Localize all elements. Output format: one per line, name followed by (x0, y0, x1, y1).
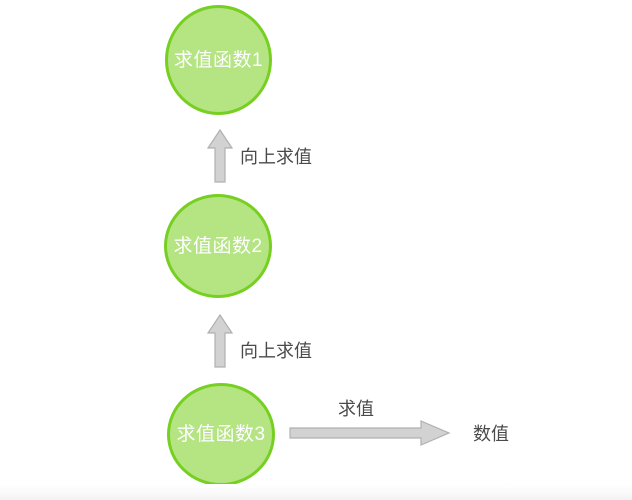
arrow-right-icon (289, 420, 451, 446)
terminal-value-label: 数值 (473, 424, 509, 444)
node-func1[interactable]: 求值函数1 (165, 5, 272, 115)
page-bottom-shadow (0, 484, 632, 500)
node-func3-label: 求值函数3 (176, 424, 266, 445)
page-bottom-divider (0, 487, 632, 488)
node-func2-label: 求值函数2 (173, 235, 263, 257)
node-func3[interactable]: 求值函数3 (167, 383, 275, 486)
node-func1-label: 求值函数1 (173, 49, 264, 71)
arrow-func3-to-func2 (205, 313, 235, 369)
edge-label-func3-to-func2: 向上求值 (240, 341, 312, 361)
node-func2[interactable]: 求值函数2 (164, 194, 272, 298)
arrow-func2-to-func1 (205, 128, 235, 184)
arrow-func3-to-value (289, 418, 451, 448)
edge-label-func2-to-func1: 向上求值 (240, 147, 312, 167)
arrow-up-icon (206, 313, 234, 368)
arrow-up-icon (206, 128, 234, 183)
edge-label-func3-to-value: 求值 (338, 399, 374, 419)
